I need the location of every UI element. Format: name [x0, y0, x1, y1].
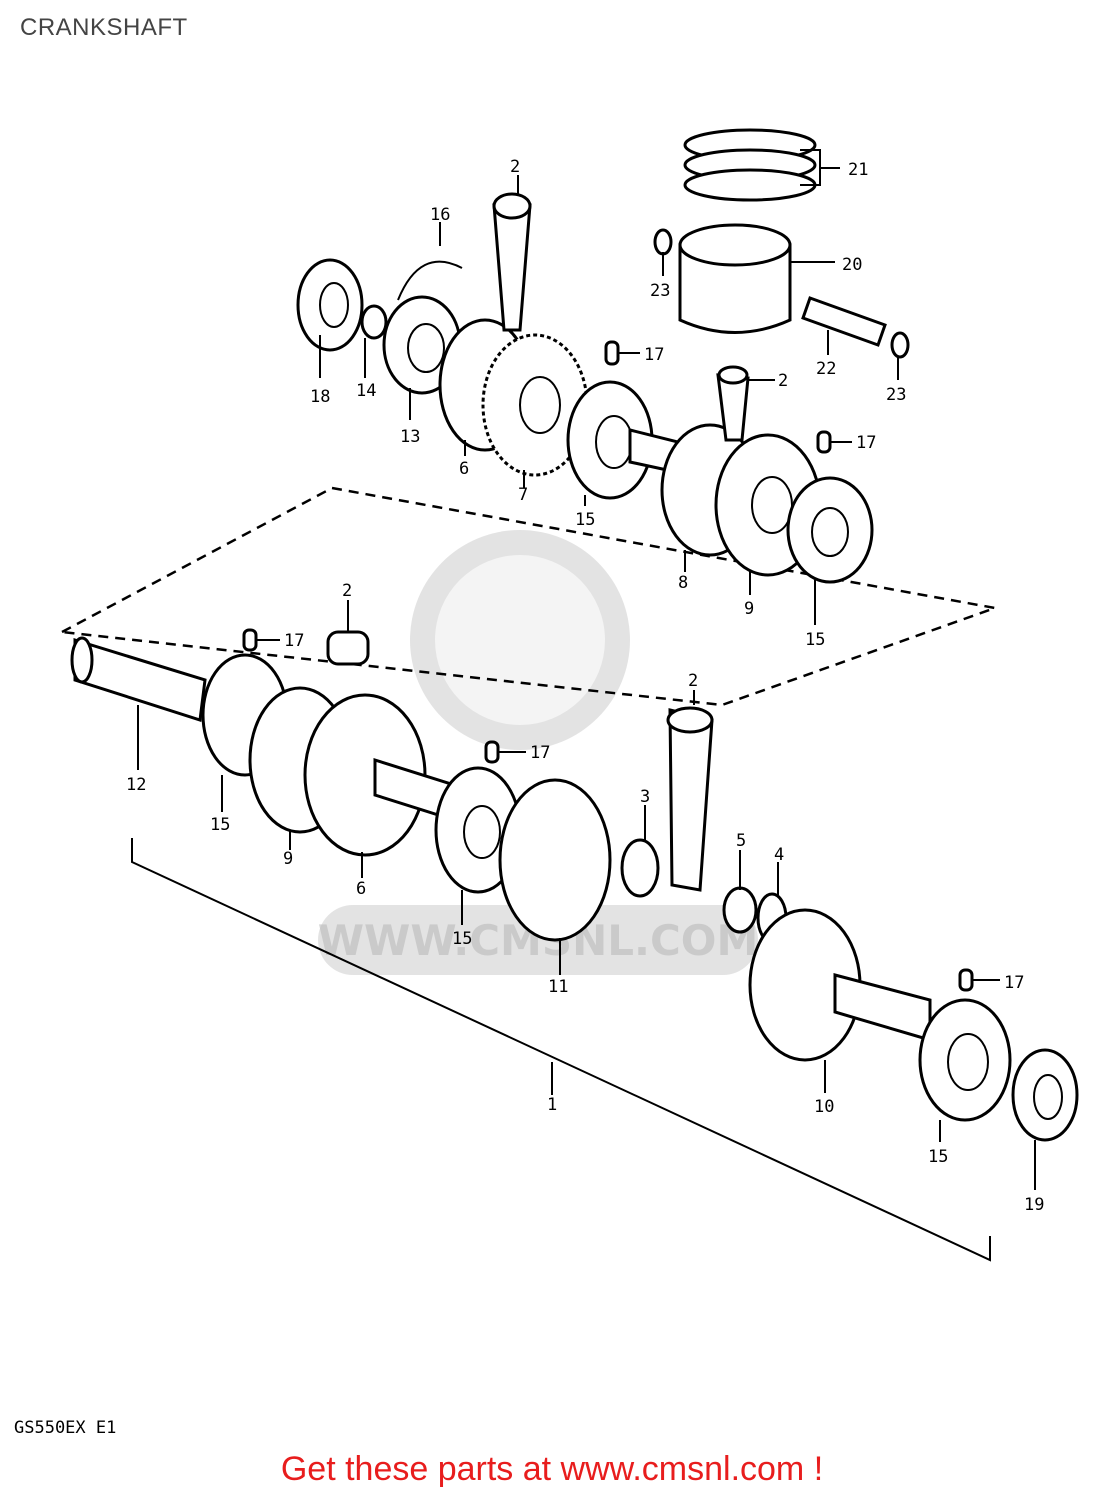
- label-15-lower-a: 15: [210, 815, 230, 835]
- label-17-c: 17: [284, 631, 304, 651]
- label-4: 4: [774, 845, 784, 865]
- label-18: 18: [310, 387, 330, 407]
- circlip-23-left: [653, 228, 673, 256]
- label-17-d: 17: [530, 743, 550, 763]
- dowel-17-b: [816, 430, 832, 454]
- label-12: 12: [126, 775, 146, 795]
- label-2-mid: 2: [778, 371, 788, 391]
- label-9-lower: 9: [283, 849, 293, 869]
- connecting-rod-2-lower-b: [666, 706, 714, 892]
- dowel-17-e: [958, 968, 974, 992]
- crank-web-11: [498, 778, 612, 942]
- label-15-upper-a: 15: [575, 510, 595, 530]
- spacer-14: [360, 304, 388, 340]
- piston-20: [678, 223, 792, 334]
- promo-link[interactable]: Get these parts at www.cmsnl.com !: [280, 1450, 824, 1488]
- leader-lines: [137, 149, 1036, 1190]
- label-23-right: 23: [886, 385, 906, 405]
- label-6-upper: 6: [459, 459, 469, 479]
- label-19: 19: [1024, 1195, 1044, 1215]
- connecting-rod-2-lower-a: [326, 630, 370, 666]
- label-15-upper-b: 15: [805, 630, 825, 650]
- dowel-17-a: [604, 340, 620, 366]
- part-labels: 2 16 18 14 13 6 7 15 17 2 17 8 9 15 21 2…: [126, 157, 1044, 1215]
- circlip-23-right: [890, 331, 910, 359]
- dowel-17-c: [242, 628, 258, 652]
- label-10: 10: [814, 1097, 834, 1117]
- crankshaft-end-12: [70, 636, 207, 722]
- label-16: 16: [430, 205, 450, 225]
- clip-16: [397, 260, 463, 301]
- label-3: 3: [640, 787, 650, 807]
- piston-rings-21: [683, 128, 817, 202]
- connecting-rod-2-mid: [716, 365, 750, 442]
- label-2-lower-b: 2: [688, 671, 698, 691]
- label-22: 22: [816, 359, 836, 379]
- label-20: 20: [842, 255, 862, 275]
- bearing-15-lower-c: [918, 998, 1012, 1122]
- page-title: CRANKSHAFT: [20, 14, 188, 41]
- label-15-lower-c: 15: [928, 1147, 948, 1167]
- oil-seal-18: [296, 258, 364, 352]
- assembly-boundary-dashed: [57, 486, 1000, 707]
- connecting-rod-2-upper: [492, 192, 532, 332]
- label-7: 7: [518, 485, 528, 505]
- spacer-5: [722, 886, 758, 934]
- label-9-upper: 9: [744, 599, 754, 619]
- label-2-lower-a: 2: [342, 581, 352, 601]
- label-23-left: 23: [650, 281, 670, 301]
- assembly-bracket: [131, 838, 991, 1262]
- label-6-lower: 6: [356, 879, 366, 899]
- label-13: 13: [400, 427, 420, 447]
- label-17-b: 17: [856, 433, 876, 453]
- label-17-e: 17: [1004, 973, 1024, 993]
- label-15-lower-b: 15: [452, 929, 472, 949]
- model-code: GS550EX E1: [14, 1418, 117, 1438]
- label-11: 11: [548, 977, 568, 997]
- label-5: 5: [736, 831, 746, 851]
- label-17-a: 17: [644, 345, 664, 365]
- piston-pin-22: [801, 296, 887, 347]
- label-21: 21: [848, 160, 868, 180]
- bearing-15-upper-b: [786, 476, 874, 584]
- label-1: 1: [547, 1095, 557, 1115]
- label-14: 14: [356, 381, 376, 401]
- ring-3: [620, 838, 660, 898]
- label-2-upper: 2: [510, 157, 520, 177]
- oil-seal-19: [1011, 1048, 1079, 1142]
- dowel-17-d: [484, 740, 500, 764]
- label-8: 8: [678, 573, 688, 593]
- watermark-logo: WWW.CMSNL.COM: [318, 530, 758, 975]
